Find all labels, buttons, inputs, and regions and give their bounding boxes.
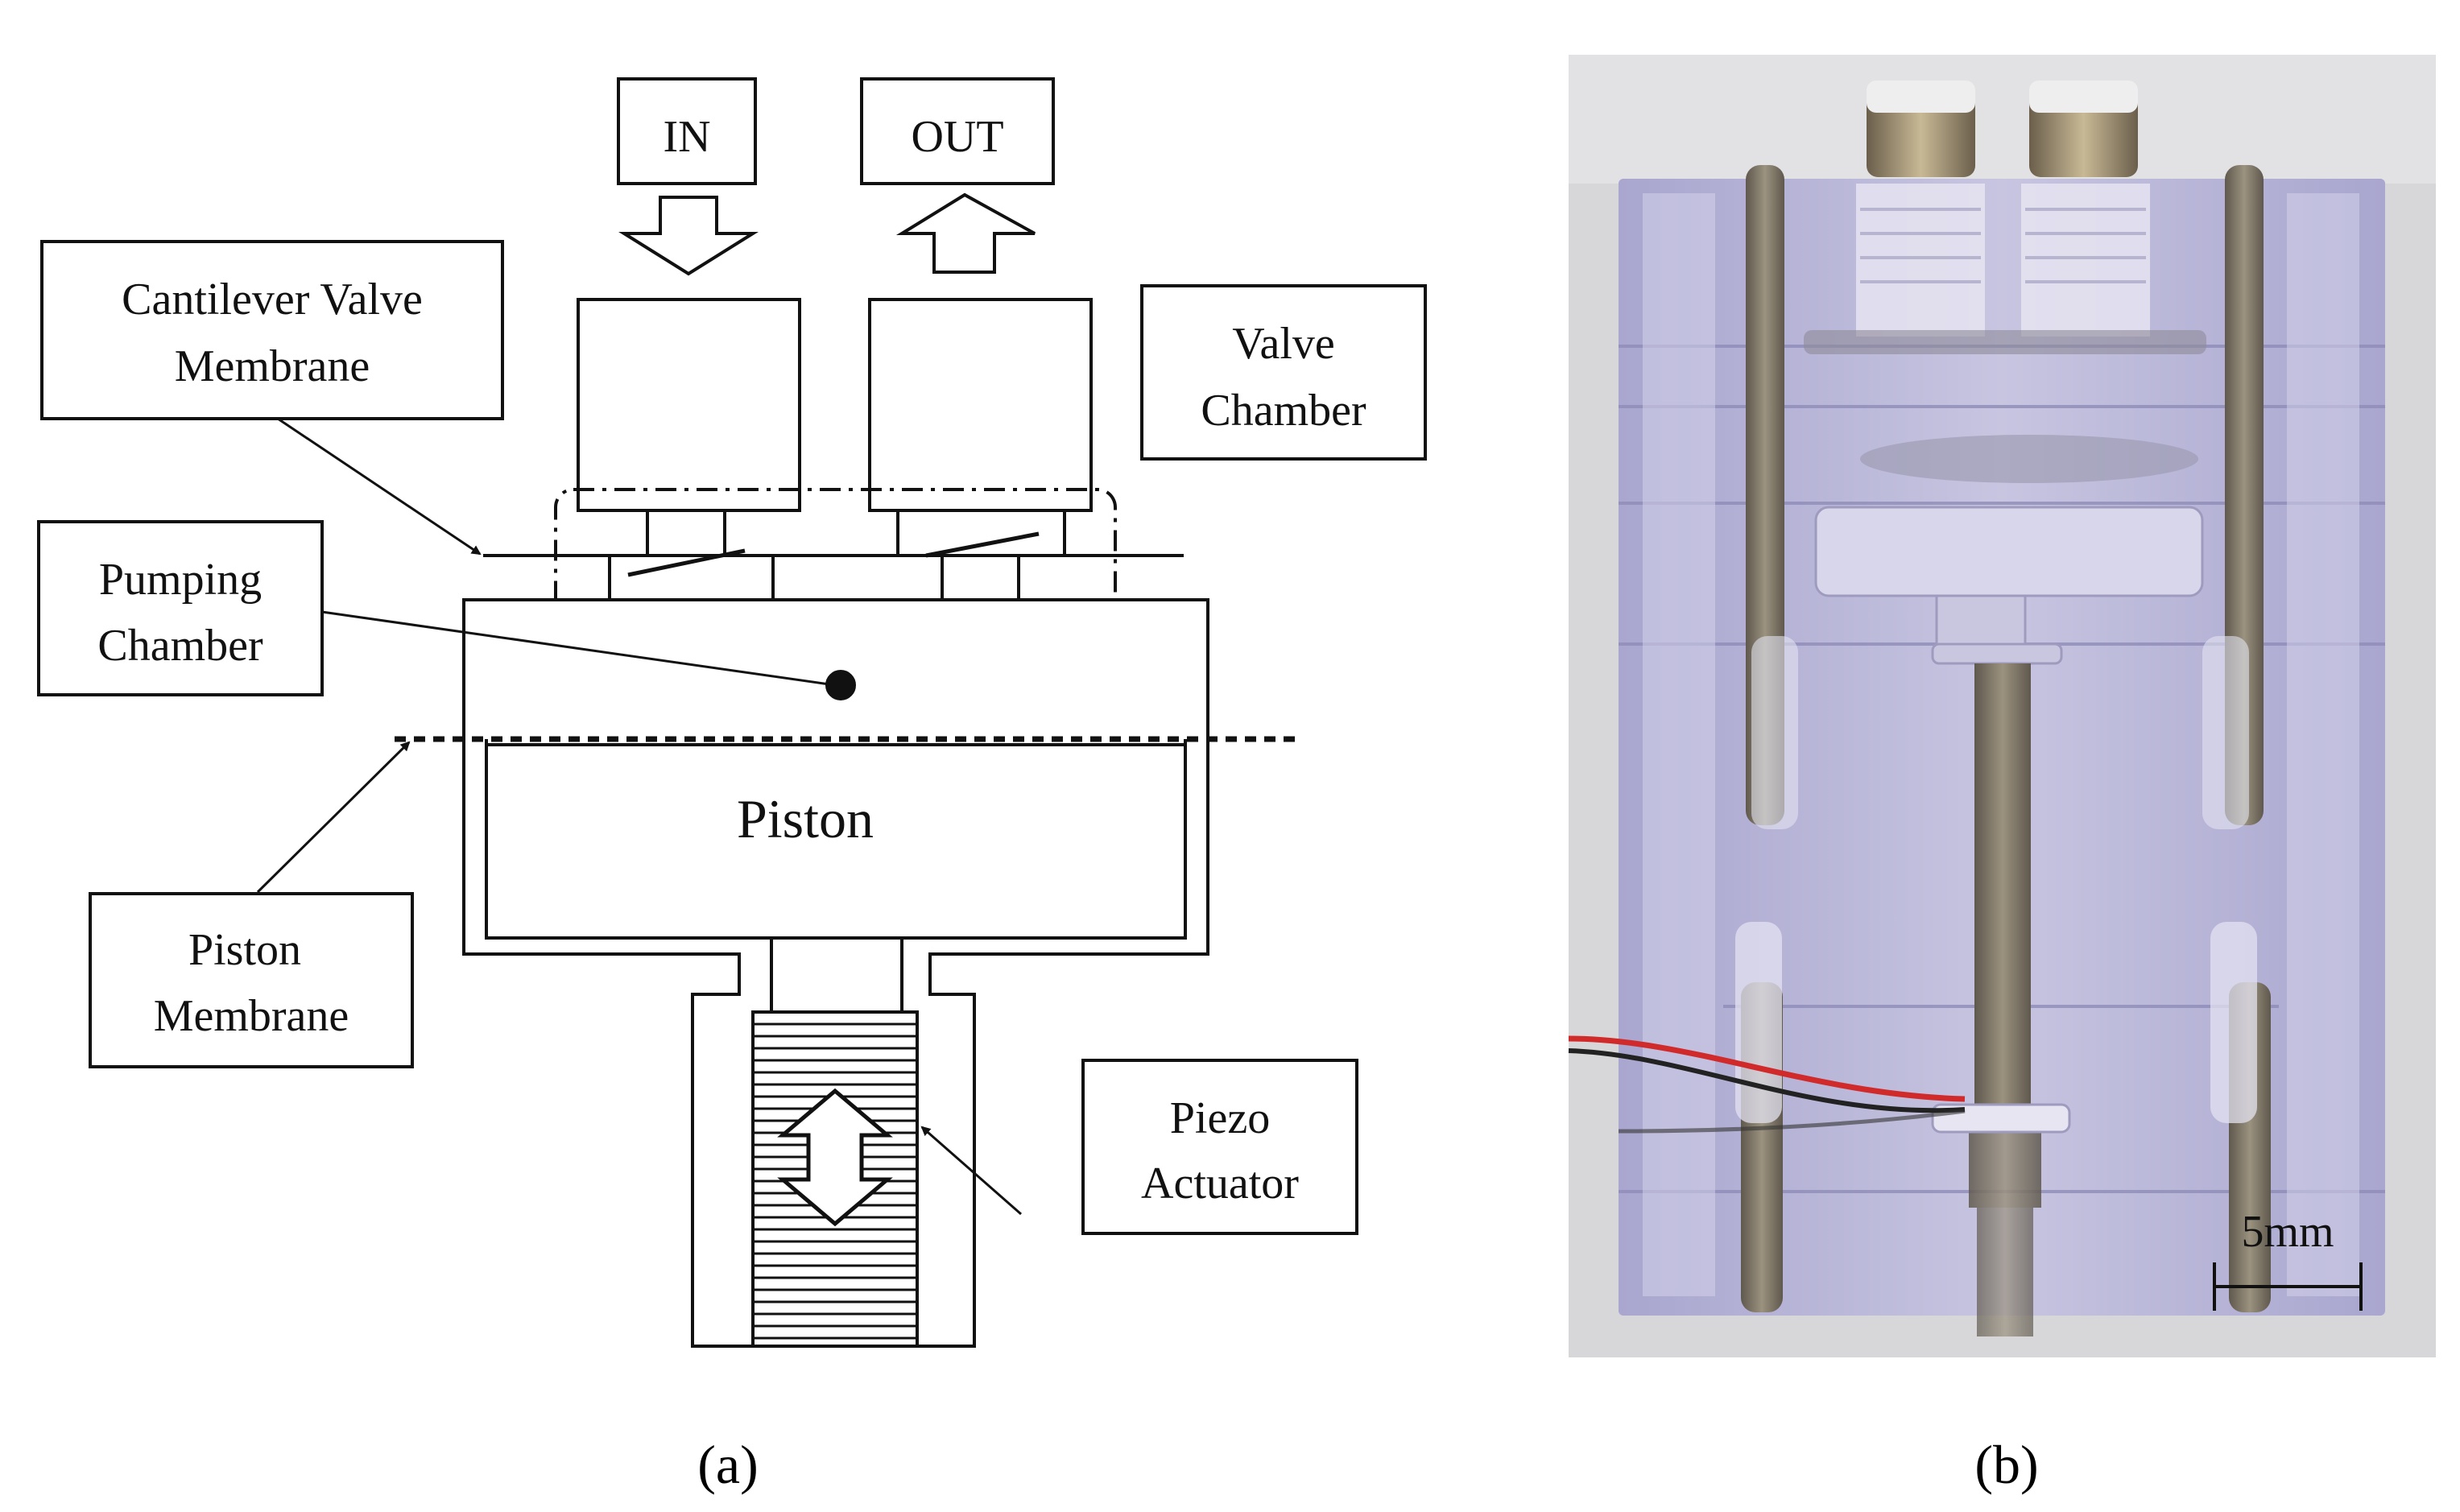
cantilever-leader-arrow: [277, 417, 482, 556]
out-label: OUT: [911, 112, 1003, 162]
out-label-box: [860, 77, 1055, 185]
pumping-chamber-disc: [1814, 506, 2204, 597]
inflow-arrow-icon: [618, 196, 759, 276]
piston-rod: [770, 936, 903, 1014]
outlet-port-block: [868, 298, 1093, 512]
piston-label: Piston: [737, 788, 874, 849]
pumping-chamber-leader: [321, 610, 830, 686]
panel-a-caption: (a): [697, 1434, 758, 1495]
panel-a-schematic: [37, 77, 1427, 1348]
valve-chamber-region: [554, 488, 1117, 624]
valve-chamber-label-line2: Chamber: [1201, 386, 1366, 436]
piezo-label-line1: Piezo: [1170, 1093, 1270, 1143]
piston-membrane-label-line2: Membrane: [154, 991, 349, 1041]
cantilever-valve-membrane-box: [40, 240, 504, 420]
piezo-rod: [1974, 663, 2031, 1114]
piston-membrane-label-line1: Piston: [188, 925, 301, 975]
piezo-leader-arrow: [920, 1126, 1022, 1216]
pumping-chamber-dot: [825, 670, 856, 700]
inlet-cantilever-flap: [627, 548, 746, 577]
pumping-chamber-label-line1: Pumping: [99, 555, 262, 605]
piezo-wire-black: [1568, 1048, 1966, 1113]
outflow-arrow-icon: [895, 192, 1036, 274]
panel-a-labels: IN OUT Cantilever Valve Membrane Valve C…: [97, 112, 1366, 1495]
piston-block: [485, 743, 1187, 940]
pumping-chamber-box: [37, 520, 324, 696]
valve-chamber-label-line1: Valve: [1232, 319, 1335, 369]
cantilever-label-line2: Membrane: [175, 341, 370, 391]
scale-bar-label: 5mm: [2241, 1207, 2334, 1257]
scale-bar: [2213, 1262, 2363, 1311]
panel-b-photo: [1568, 55, 2436, 1357]
piezo-wire-red: [1568, 1035, 1966, 1102]
piezo-actuator-box: [1081, 1059, 1358, 1235]
valve-chamber-box: [1140, 284, 1427, 461]
in-label-box: [617, 77, 757, 185]
piezo-double-arrow-icon: [777, 1088, 893, 1227]
cantilever-label-line1: Cantilever Valve: [122, 275, 423, 324]
inlet-port-block: [577, 298, 801, 512]
piston-membrane-box: [89, 892, 414, 1068]
piston-membrane-leader-arrow: [256, 741, 411, 894]
pumping-chamber-label-line2: Chamber: [97, 621, 263, 671]
panel-b-caption: (b): [1974, 1434, 2038, 1495]
outlet-cantilever-flap: [925, 531, 1040, 558]
piezo-label-line2: Actuator: [1141, 1159, 1299, 1208]
in-label: IN: [663, 112, 710, 162]
